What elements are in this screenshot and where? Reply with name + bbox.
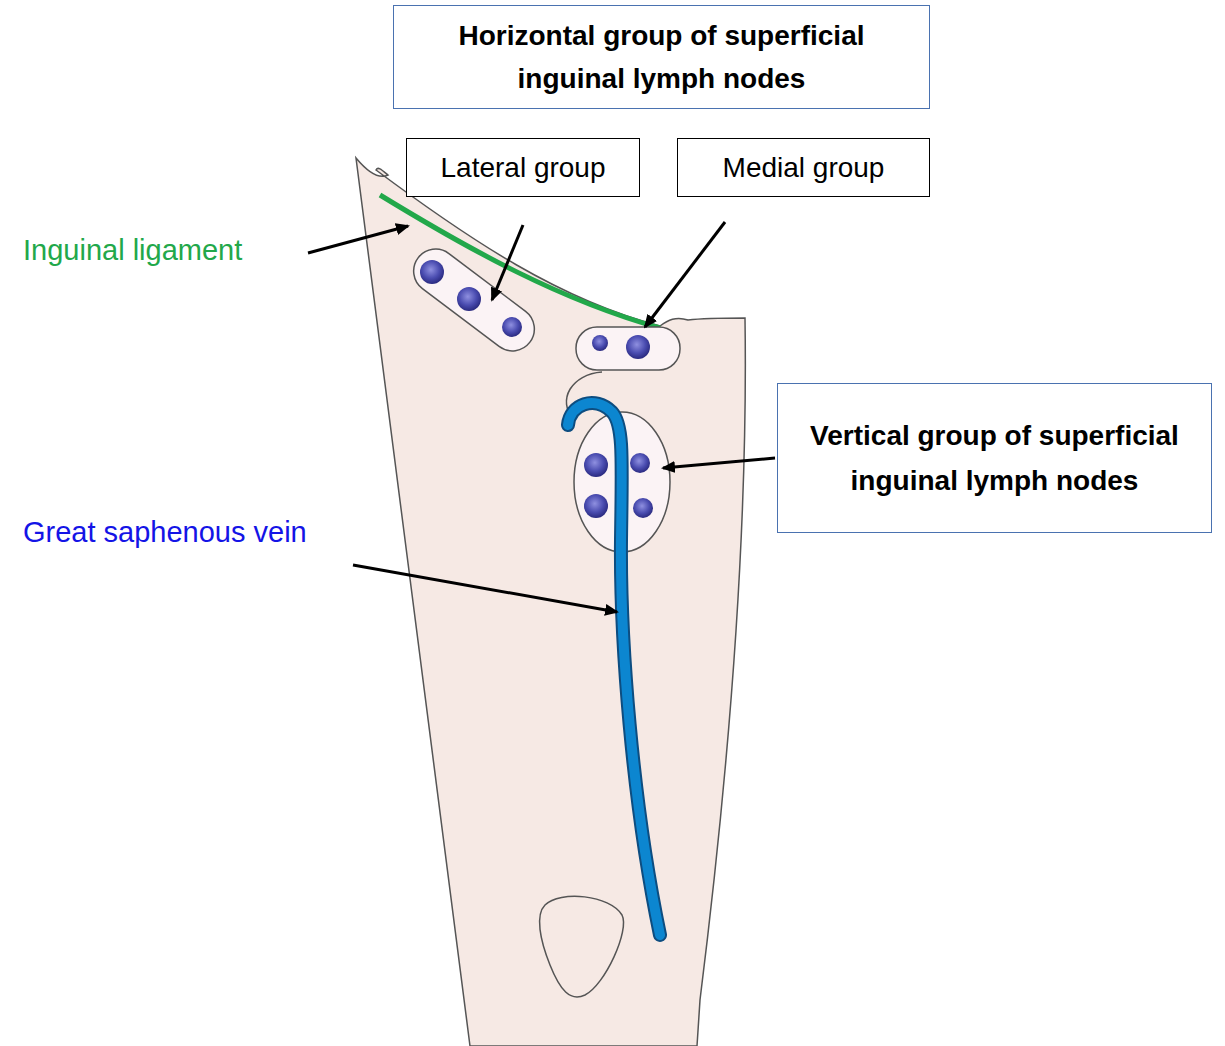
leader-arrow xyxy=(645,222,725,327)
lateral-node-capsule xyxy=(405,240,543,359)
structure-label: Inguinal ligament xyxy=(23,234,242,267)
leader-arrow xyxy=(308,226,408,253)
box-text: Medial group xyxy=(723,151,885,185)
box-text: Lateral group xyxy=(440,151,605,185)
leader-arrow xyxy=(663,458,775,468)
lymph-node xyxy=(420,260,444,284)
leader-arrow xyxy=(492,225,523,300)
lymph-node xyxy=(592,335,608,351)
medial-node-capsule xyxy=(576,327,680,370)
lymph-node xyxy=(457,287,481,311)
leader-arrow xyxy=(353,565,617,612)
patella xyxy=(540,896,624,997)
great-saphenous-vein xyxy=(568,403,660,935)
structure-label: Great saphenous vein xyxy=(23,516,307,549)
box-text: Vertical group of superficial inguinal l… xyxy=(793,413,1196,503)
lymph-node xyxy=(630,453,650,473)
lymph-node xyxy=(502,317,522,337)
thigh-outline xyxy=(356,158,745,1046)
group-label-box: Lateral group xyxy=(406,138,640,197)
group-heading-box: Horizontal group of superficial inguinal… xyxy=(393,5,930,109)
group-label-box: Medial group xyxy=(677,138,930,197)
lymph-node xyxy=(584,494,608,518)
lymph-node xyxy=(633,498,653,518)
lymph-node xyxy=(626,335,650,359)
group-heading-box: Vertical group of superficial inguinal l… xyxy=(777,383,1212,533)
box-text: Horizontal group of superficial inguinal… xyxy=(414,14,909,100)
lymph-node xyxy=(584,453,608,477)
vein-outline xyxy=(568,403,660,935)
